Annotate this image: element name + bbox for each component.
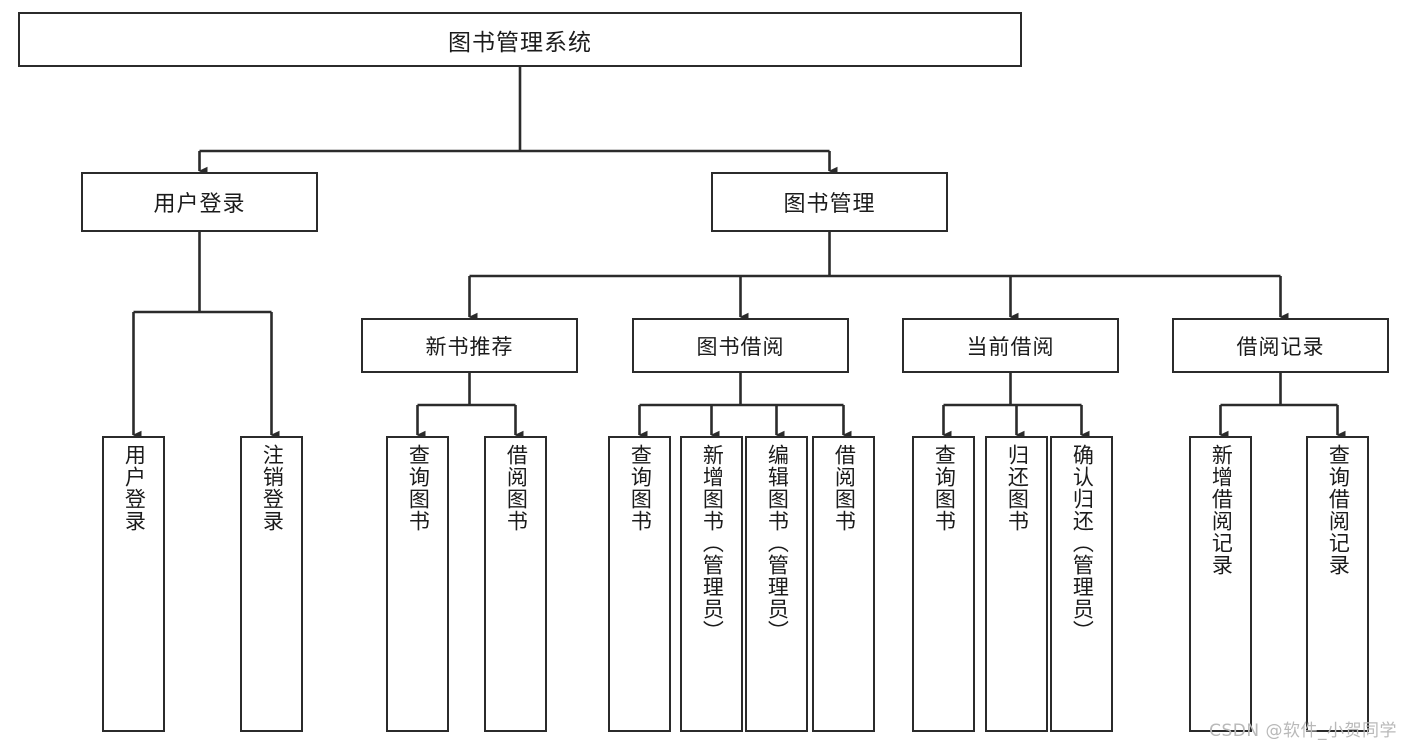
leaf-query-book-recommend-label: 查询图书 xyxy=(406,444,431,532)
node-borrow-record-label: 借阅记录 xyxy=(1236,334,1325,359)
leaf-query-book-current-label: 查询图书 xyxy=(932,444,957,532)
node-current-borrow-label: 当前借阅 xyxy=(966,334,1055,359)
leaf-user-login[interactable]: 用户登录 xyxy=(102,436,165,732)
leaf-add-borrow-record-label: 新增借阅记录 xyxy=(1209,444,1234,576)
node-new-book-recommend[interactable]: 新书推荐 xyxy=(361,318,578,373)
node-user-login[interactable]: 用户登录 xyxy=(81,172,318,232)
leaf-logout[interactable]: 注销登录 xyxy=(240,436,303,732)
csdn-watermark: CSDN @软件_小贺同学 xyxy=(1209,721,1397,741)
leaf-confirm-return-label: 确认归还（管理员） xyxy=(1070,444,1095,642)
node-book-borrow[interactable]: 图书借阅 xyxy=(632,318,849,373)
node-book-borrow-label: 图书借阅 xyxy=(696,334,785,359)
leaf-borrow-book-recommend[interactable]: 借阅图书 xyxy=(484,436,547,732)
node-new-book-recommend-label: 新书推荐 xyxy=(425,334,514,359)
leaf-return-book[interactable]: 归还图书 xyxy=(985,436,1048,732)
leaf-query-book-current[interactable]: 查询图书 xyxy=(912,436,975,732)
leaf-return-book-label: 归还图书 xyxy=(1005,444,1030,532)
leaf-query-borrow-record-label: 查询借阅记录 xyxy=(1326,444,1351,576)
leaf-borrow-book[interactable]: 借阅图书 xyxy=(812,436,875,732)
node-borrow-record[interactable]: 借阅记录 xyxy=(1172,318,1389,373)
leaf-add-borrow-record[interactable]: 新增借阅记录 xyxy=(1189,436,1252,732)
leaf-edit-book[interactable]: 编辑图书（管理员） xyxy=(745,436,808,732)
leaf-query-borrow-record[interactable]: 查询借阅记录 xyxy=(1306,436,1369,732)
leaf-confirm-return[interactable]: 确认归还（管理员） xyxy=(1050,436,1113,732)
node-root-label: 图书管理系统 xyxy=(448,29,592,56)
leaf-borrow-book-label: 借阅图书 xyxy=(832,444,857,532)
leaf-add-book[interactable]: 新增图书（管理员） xyxy=(680,436,743,732)
node-book-manage-label: 图书管理 xyxy=(783,192,876,217)
leaf-edit-book-label: 编辑图书（管理员） xyxy=(765,444,790,642)
leaf-query-book-recommend[interactable]: 查询图书 xyxy=(386,436,449,732)
leaf-query-book-borrow-label: 查询图书 xyxy=(628,444,653,532)
leaf-add-book-label: 新增图书（管理员） xyxy=(700,444,725,642)
leaf-query-book-borrow[interactable]: 查询图书 xyxy=(608,436,671,732)
node-user-login-label: 用户登录 xyxy=(153,192,246,217)
node-current-borrow[interactable]: 当前借阅 xyxy=(902,318,1119,373)
leaf-user-login-label: 用户登录 xyxy=(122,444,147,532)
edge-group xyxy=(132,67,1346,440)
leaf-borrow-book-recommend-label: 借阅图书 xyxy=(504,444,529,532)
node-root[interactable]: 图书管理系统 xyxy=(18,12,1022,67)
node-book-manage[interactable]: 图书管理 xyxy=(711,172,948,232)
leaf-logout-label: 注销登录 xyxy=(260,444,285,532)
